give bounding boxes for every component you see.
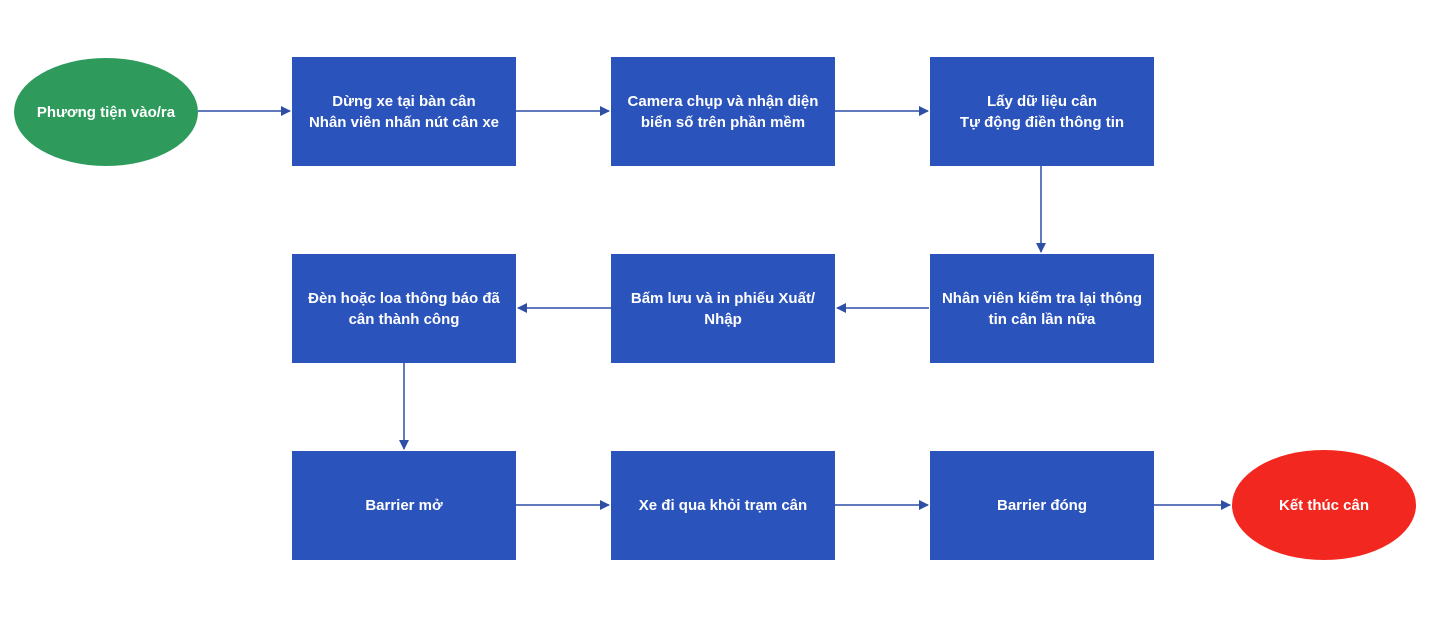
step-6-line-1: Đèn hoặc loa thông báo đã [308, 289, 500, 307]
start-node-label: Phương tiện vào/ra [36, 103, 176, 121]
step-1-line-1: Dừng xe tại bàn cân [332, 92, 476, 110]
step-barrier-close: Barrier đóng [930, 451, 1154, 560]
step-7-line-1: Barrier mở [365, 497, 443, 514]
step-get-weight-data: Lấy dữ liệu cân Tự động điền thông tin [930, 57, 1154, 166]
step-light-speaker-notify: Đèn hoặc loa thông báo đã cân thành công [292, 254, 516, 363]
step-1-line-2: Nhân viên nhấn nút cân xe [308, 113, 500, 131]
step-camera-plate-recognition: Camera chụp và nhận diện biển số trên ph… [611, 57, 835, 166]
step-5-line-1: Bấm lưu và in phiếu Xuất/ [630, 289, 816, 307]
step-9-line-1: Barrier đóng [996, 497, 1087, 514]
step-4-line-1: Nhân viên kiểm tra lại thông [941, 289, 1143, 307]
step-8-line-1: Xe đi qua khỏi trạm cân [638, 497, 808, 514]
start-node: Phương tiện vào/ra [14, 58, 198, 166]
step-2-line-2: biển số trên phần mềm [640, 113, 806, 131]
step-4-line-2: tin cân lần nữa [988, 310, 1096, 328]
step-save-and-print: Bấm lưu và in phiếu Xuất/ Nhập [611, 254, 835, 363]
step-5-line-2: Nhập [704, 310, 742, 328]
step-6-line-2: cân thành công [348, 310, 460, 328]
end-node: Kết thúc cân [1232, 450, 1416, 560]
step-vehicle-leaves: Xe đi qua khỏi trạm cân [611, 451, 835, 560]
step-staff-recheck: Nhân viên kiểm tra lại thông tin cân lần… [930, 254, 1154, 363]
step-2-line-1: Camera chụp và nhận diện [627, 92, 819, 110]
step-stop-at-scale: Dừng xe tại bàn cân Nhân viên nhấn nút c… [292, 57, 516, 166]
end-node-label: Kết thúc cân [1278, 496, 1369, 514]
step-3-line-1: Lấy dữ liệu cân [986, 92, 1098, 110]
step-3-line-2: Tự động điền thông tin [959, 113, 1125, 131]
step-barrier-open: Barrier mở [292, 451, 516, 560]
